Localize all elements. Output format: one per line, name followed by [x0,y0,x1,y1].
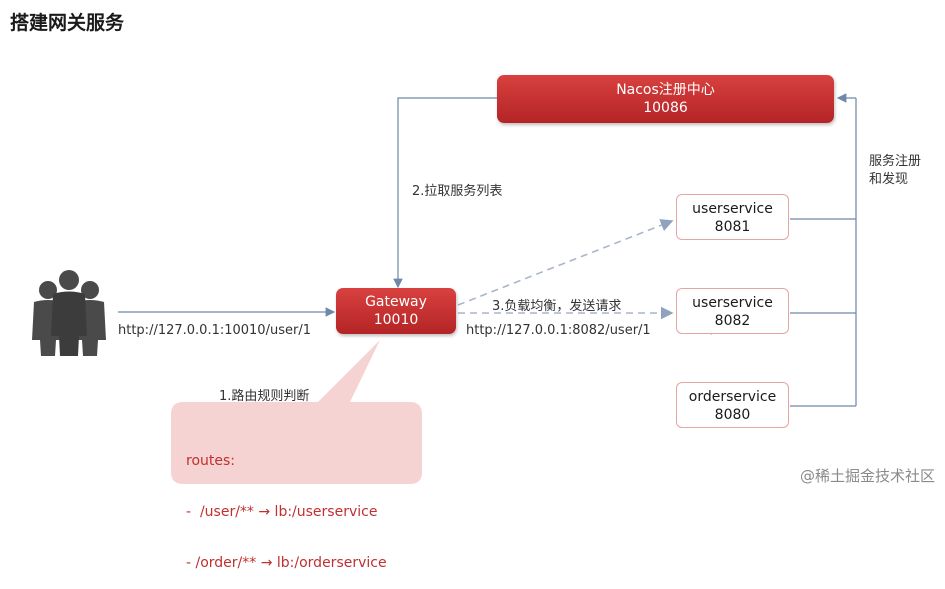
register-discovery-label-line1: 服务注册 [869,154,922,169]
nacos-registry-box: Nacos注册中心 10086 [497,75,834,123]
routes-config: routes: - /user/** → lb:/userservice - /… [186,419,387,589]
orderservice-8080-box: orderservice 8080 [676,382,789,428]
route-callout-bubble [171,340,422,484]
routes-header: routes: [186,453,235,469]
pull-service-list-label: 2.拉取服务列表 [412,184,503,199]
watermark: @稀土掘金技术社区 [799,467,935,485]
gateway-port: 10010 [373,312,419,328]
users-group-icon [32,270,106,356]
client-url-label: http://127.0.0.1:10010/user/1 [118,323,311,338]
nacos-name: Nacos注册中心 [616,82,715,98]
route-rule-user: - /user/** → lb:/userservice [186,504,378,520]
pull-service-list-arrow [393,97,497,289]
service-port: 8081 [714,219,751,235]
load-balance-label: 3.负载均衡，发送请求 [492,299,622,314]
page-title: 搭建网关服务 [10,12,125,34]
gateway-box: Gateway 10010 [336,288,456,334]
service-name: userservice [692,201,773,217]
userservice-8081-box: userservice 8081 [676,194,789,240]
userservice-8082-box: userservice 8082 [676,288,789,334]
service-port: 8082 [714,313,751,329]
diagram-connectors [32,93,857,484]
load-balance-arrow-8081 [457,219,674,306]
service-name: orderservice [688,389,777,405]
route-judge-label: 1.路由规则判断 [219,389,310,404]
service-name: userservice [692,295,773,311]
register-discovery-label-line2: 和发现 [869,172,909,187]
gateway-name: Gateway [365,294,427,310]
target-url-label: http://127.0.0.1:8082/user/1 [466,323,651,338]
service-port: 8080 [714,407,751,423]
nacos-port: 10086 [643,100,688,116]
route-rule-order: - /order/** → lb:/orderservice [186,555,387,571]
